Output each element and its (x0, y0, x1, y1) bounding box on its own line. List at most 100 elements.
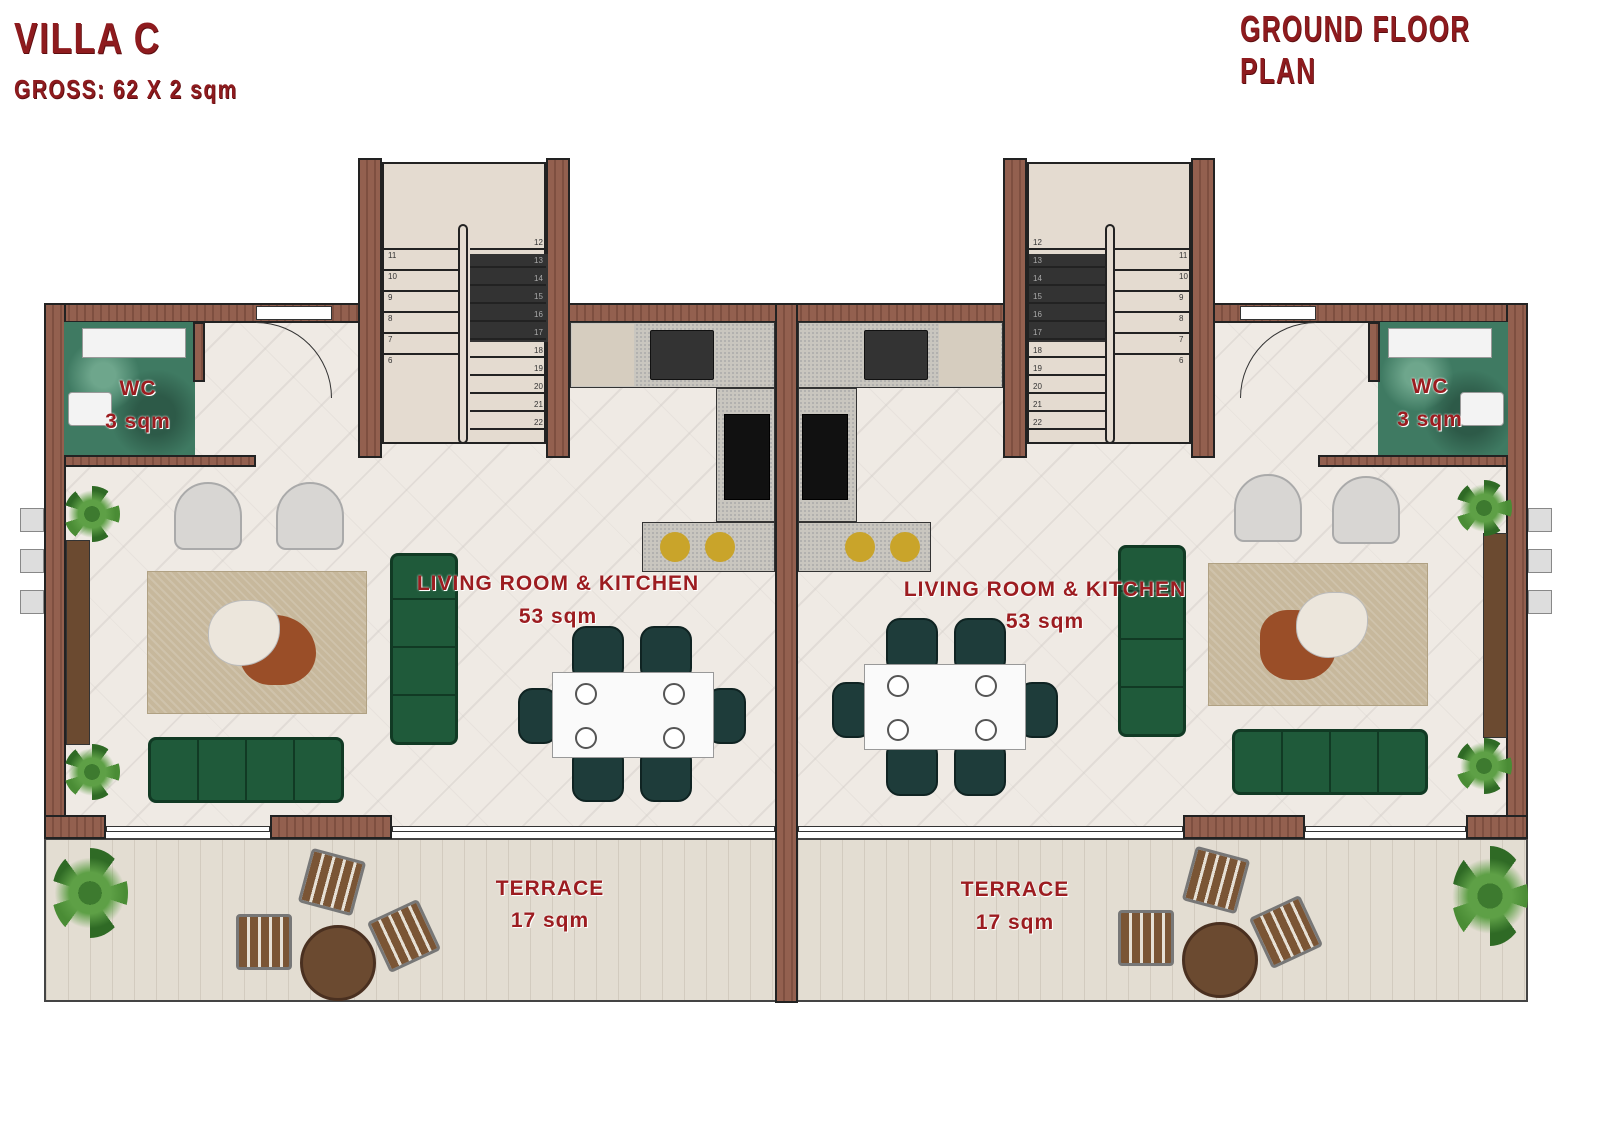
left-bar-plate-1 (660, 532, 690, 562)
bottom-wall-right-mid (1183, 815, 1305, 839)
stair-step (384, 311, 460, 313)
stair-step (1029, 374, 1105, 376)
stair-step-number: 12 (534, 238, 543, 247)
stair-step (384, 332, 460, 334)
left-side-window (66, 540, 90, 745)
right-terrace-table (1182, 922, 1258, 998)
stair-step (1029, 248, 1105, 250)
right-living-name: LIVING ROOM & KITCHEN (903, 578, 1187, 601)
left-dining-table (552, 672, 714, 758)
right-wc-side-wall (1368, 322, 1380, 382)
right-bar-plate-1 (845, 532, 875, 562)
stair-step (1115, 353, 1191, 355)
stair-step-number: 15 (534, 292, 543, 301)
right-living-area: 53 sqm (1005, 610, 1085, 633)
stair-step-number: 18 (1033, 346, 1042, 355)
left-stair-wall-r (546, 158, 570, 458)
stair-step (1029, 320, 1105, 322)
stair-step-number: 9 (388, 293, 393, 302)
right-stair-dark-flight (1029, 254, 1107, 342)
stair-step-number: 15 (1033, 292, 1042, 301)
right-bar-plate-2 (890, 532, 920, 562)
stair-step-number: 10 (388, 272, 397, 281)
right-terrace-plant (1452, 846, 1528, 946)
left-wc-name: WC (119, 377, 157, 400)
left-armchair-1 (174, 482, 242, 550)
stair-step-number: 17 (1033, 328, 1042, 337)
right-plant-1 (1456, 480, 1512, 536)
stair-step-number: 8 (388, 314, 393, 323)
right-dining-table (864, 664, 1026, 750)
left-wc-area: 3 sqm (105, 410, 171, 433)
stair-step (470, 428, 546, 430)
plate (887, 719, 909, 741)
right-stair-handrail (1105, 224, 1115, 444)
stair-step-number: 16 (1033, 310, 1042, 319)
right-wall (1506, 303, 1528, 838)
stair-step-number: 13 (1033, 256, 1042, 265)
right-terrace-area: 17 sqm (975, 911, 1055, 934)
stair-step-number: 22 (1033, 418, 1042, 427)
stair-step (470, 338, 546, 340)
stair-step (384, 248, 460, 250)
left-plant-2 (64, 744, 120, 800)
stair-step (1115, 248, 1191, 250)
stair-step-number: 13 (534, 256, 543, 265)
stair-step (1029, 338, 1105, 340)
stair-step (470, 392, 546, 394)
plate (575, 727, 597, 749)
left-stair-handrail (458, 224, 468, 444)
stair-step (384, 269, 460, 271)
left-wc-side-wall (193, 322, 205, 382)
stair-step-number: 14 (1033, 274, 1042, 283)
left-glazing (106, 826, 270, 832)
left-dining-chair-5 (518, 688, 558, 744)
left-terrace-name: TERRACE (495, 877, 605, 900)
stair-step-number: 21 (534, 400, 543, 409)
bottom-wall-right (1466, 815, 1528, 839)
stair-step-number: 11 (388, 251, 397, 260)
left-terrace-plant (52, 848, 128, 938)
right-wc-area: 3 sqm (1397, 408, 1463, 431)
stair-step (1029, 392, 1105, 394)
left-wall (44, 303, 66, 838)
stair-step (1115, 290, 1191, 292)
stair-step-number: 9 (1179, 293, 1184, 302)
left-sofa-side (390, 553, 458, 745)
right-side-table (1296, 592, 1368, 658)
stair-step-number: 21 (1033, 400, 1042, 409)
stair-step (1029, 284, 1105, 286)
left-terrace-area: 17 sqm (510, 909, 590, 932)
stair-step (1029, 410, 1105, 412)
stair-step (470, 284, 546, 286)
stair-step-number: 19 (1033, 364, 1042, 373)
gross-area: GROSS: 62 X 2 sqm (14, 74, 238, 104)
right-entry-door-frame (1240, 306, 1316, 320)
stair-step-number: 20 (1033, 382, 1042, 391)
left-hob-icon (650, 330, 714, 380)
left-sofa (148, 737, 344, 803)
stair-step (470, 248, 546, 250)
right-wc-name: WC (1411, 375, 1449, 398)
left-living-name: LIVING ROOM & KITCHEN (416, 572, 700, 595)
left-side-step-1 (20, 508, 44, 532)
stair-step (1029, 302, 1105, 304)
right-hob-icon (864, 330, 928, 380)
stair-step (384, 290, 460, 292)
right-sink-icon (802, 414, 848, 500)
left-side-step-3 (20, 590, 44, 614)
stair-step (1029, 428, 1105, 430)
stair-step-number: 6 (388, 356, 393, 365)
stair-step-number: 6 (1179, 356, 1184, 365)
stair-step-number: 11 (1179, 251, 1188, 260)
left-plant-1 (64, 486, 120, 542)
stair-step (470, 320, 546, 322)
stair-step (1029, 266, 1105, 268)
right-terrace-name: TERRACE (960, 878, 1070, 901)
stair-step (1115, 332, 1191, 334)
right-wc-wall (1318, 455, 1508, 467)
right-side-step-3 (1528, 590, 1552, 614)
plate (975, 675, 997, 697)
stair-step (470, 302, 546, 304)
